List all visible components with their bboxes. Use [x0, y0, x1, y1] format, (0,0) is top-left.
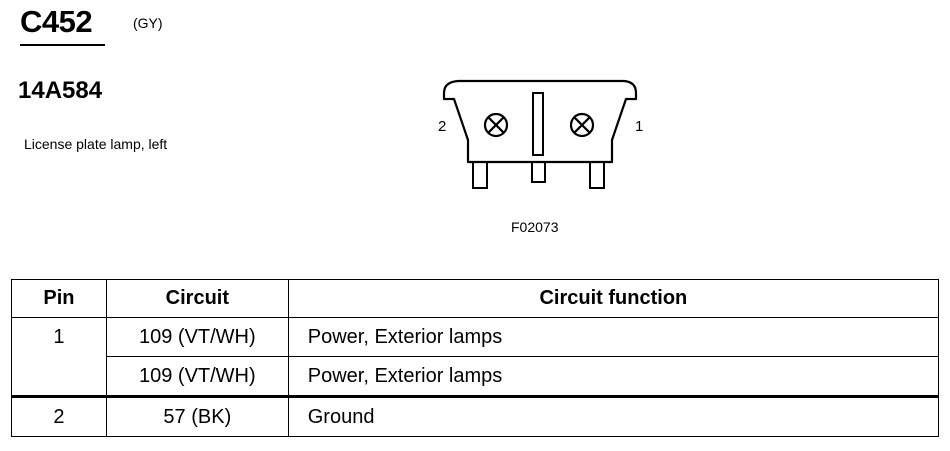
pin-cell: 2: [11, 395, 107, 437]
table-row: 109 (VT/WH) Power, Exterior lamps: [12, 356, 940, 397]
table-row: 2 57 (BK) Ground: [11, 395, 940, 437]
pinout-table: Pin Circuit Circuit function 1 109 (VT/W…: [11, 279, 940, 437]
table-header-row: Pin Circuit Circuit function: [11, 279, 940, 318]
connector-id-underline: [20, 44, 105, 46]
pin-1-label: 1: [635, 118, 643, 135]
connector-housing: [442, 79, 638, 164]
header-circuit-function: Circuit function: [287, 279, 940, 318]
connector-id: C452: [20, 4, 93, 39]
pin-2-label: 2: [438, 118, 446, 135]
function-cell: Power, Exterior lamps: [287, 317, 940, 357]
connector-face-diagram: 2 1: [438, 79, 643, 189]
connector-color: (GY): [133, 15, 163, 31]
connector-tab-center: [531, 161, 546, 183]
connector-key-slot: [532, 92, 544, 156]
header-pin: Pin: [11, 279, 107, 318]
connector-tab-right: [589, 161, 605, 189]
table-row: 1 109 (VT/WH) Power, Exterior lamps: [11, 317, 940, 397]
pin-cell: 1: [11, 317, 107, 397]
header-circuit: Circuit: [105, 279, 289, 318]
connector-description: License plate lamp, left: [24, 136, 168, 152]
pin-1-cavity-icon: [569, 112, 595, 138]
connector-tab-left: [472, 161, 488, 189]
circuit-cell: 57 (BK): [105, 395, 289, 437]
figure-id: F02073: [511, 219, 559, 235]
circuit-cell: 109 (VT/WH): [105, 317, 289, 357]
function-cell: Ground: [287, 395, 940, 437]
function-cell: Power, Exterior lamps: [287, 356, 940, 397]
part-number: 14A584: [18, 77, 103, 104]
pin-2-cavity-icon: [483, 112, 509, 138]
circuit-cell: 109 (VT/WH): [105, 356, 289, 397]
